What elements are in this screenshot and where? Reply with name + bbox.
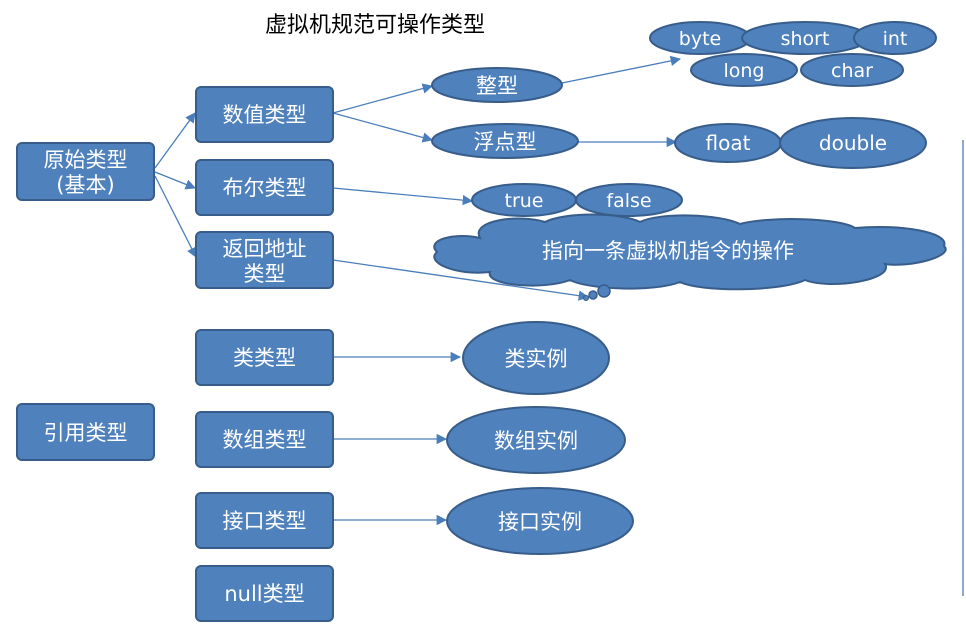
reference-root-label: 引用类型 (44, 421, 128, 445)
return-address-sublabel: 类型 (244, 262, 286, 286)
integer-type-label: 整型 (476, 74, 518, 98)
long-type-node: long (690, 53, 798, 87)
false-value-label: false (606, 190, 651, 212)
primitive-root-sublabel: (基本) (56, 173, 114, 197)
edge-integer-types (561, 55, 682, 84)
numeric-type-node: 数值类型 (195, 86, 334, 143)
array-type-node: 数组类型 (195, 411, 334, 468)
char-type-node: char (800, 53, 904, 87)
instruction-cloud-callout: 指向一条虚拟机指令的操作 (433, 213, 947, 301)
array-type-label: 数组类型 (223, 428, 307, 452)
floating-type-values: float double (674, 117, 927, 169)
class-instance-node: 类实例 (462, 321, 610, 395)
false-value-node: false (575, 183, 683, 217)
edge-primitive-numeric (154, 112, 196, 169)
double-type-node: double (779, 117, 927, 169)
numeric-type-label: 数值类型 (223, 103, 307, 127)
int-type-node: int (853, 21, 937, 55)
edge-numeric-integer (332, 83, 434, 114)
null-type-node: null类型 (195, 565, 334, 622)
class-type-node: 类类型 (195, 329, 334, 386)
instruction-cloud-text: 指向一条虚拟机指令的操作 (542, 239, 794, 263)
boolean-type-label: 布尔类型 (223, 176, 307, 200)
diagram-title: 虚拟机规范可操作类型 (265, 13, 485, 38)
double-type-label: double (819, 131, 887, 155)
class-type-label: 类类型 (233, 346, 296, 370)
connectors (154, 55, 682, 526)
true-value-label: true (505, 190, 544, 212)
edge-primitive-return-address (154, 175, 197, 258)
array-instance-label: 数组实例 (494, 429, 578, 453)
edge-return-address-cloud (332, 259, 590, 301)
edge-boolean-values (332, 187, 474, 206)
array-instance-node: 数组实例 (446, 406, 626, 474)
boolean-values: true false (471, 183, 683, 217)
integer-type-node: 整型 (431, 67, 563, 103)
primitive-root-label: 原始类型 (44, 148, 128, 172)
short-type-label: short (781, 28, 830, 50)
edge-numeric-floating (332, 112, 434, 143)
primitive-root-node: 原始类型 (基本) (16, 142, 155, 201)
class-instance-label: 类实例 (505, 347, 568, 371)
edge-primitive-boolean (154, 171, 196, 190)
reference-root-node: 引用类型 (16, 403, 155, 461)
short-type-node: short (741, 21, 869, 55)
interface-instance-node: 接口实例 (446, 487, 634, 555)
floating-type-node: 浮点型 (431, 123, 579, 159)
byte-type-label: byte (679, 28, 721, 50)
int-type-label: int (883, 28, 908, 50)
boolean-type-node: 布尔类型 (195, 159, 334, 216)
floating-type-label: 浮点型 (474, 130, 537, 154)
byte-type-node: byte (649, 21, 751, 55)
interface-type-label: 接口类型 (223, 509, 307, 533)
interface-instance-label: 接口实例 (498, 510, 582, 534)
null-type-label: null类型 (224, 582, 304, 606)
float-type-node: float (674, 123, 782, 163)
return-address-type-node: 返回地址 类型 (195, 231, 334, 289)
float-type-label: float (706, 131, 751, 155)
long-type-label: long (723, 60, 764, 82)
char-type-label: char (831, 60, 873, 82)
interface-type-node: 接口类型 (195, 492, 334, 549)
return-address-label: 返回地址 (223, 237, 307, 261)
integer-type-values: byte short int long char (649, 21, 937, 87)
true-value-node: true (471, 183, 577, 217)
